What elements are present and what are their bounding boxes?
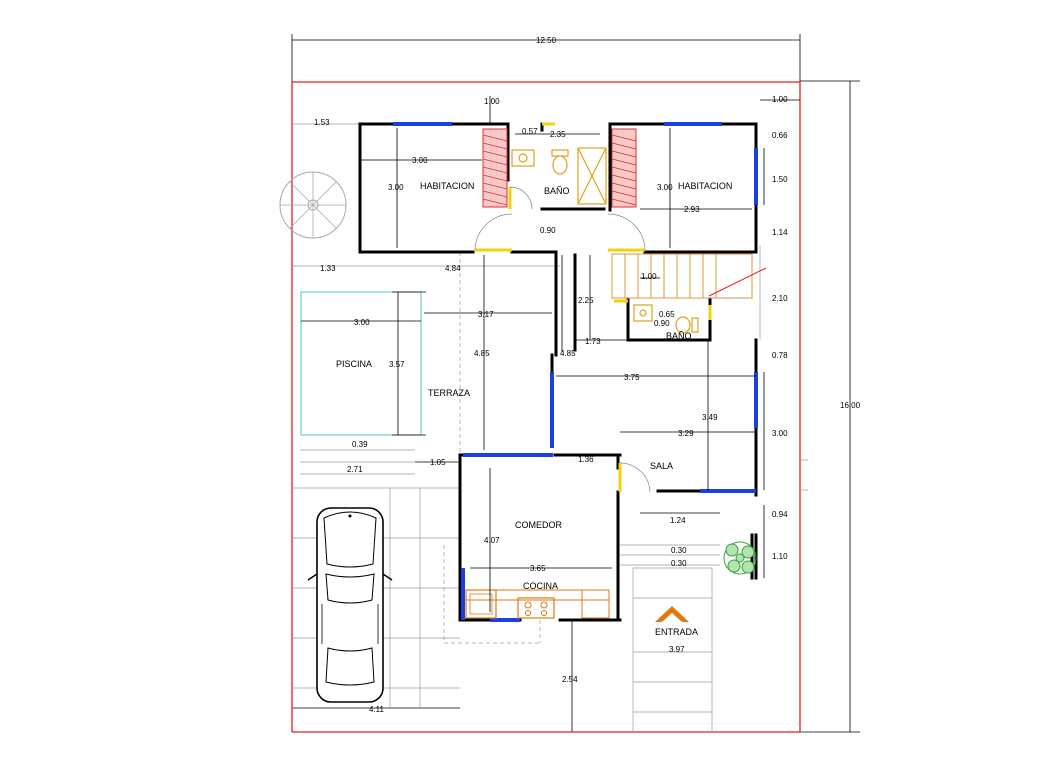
- dim-right-3-00: 3.00: [772, 429, 788, 438]
- dim-3-97: 3.97: [669, 645, 685, 654]
- spiral-stair-icon: [279, 171, 347, 239]
- entrance-arrow-icon: [655, 606, 689, 622]
- dim-3-65: 3.65: [530, 564, 546, 573]
- dim-2-35: 2.35: [550, 130, 566, 139]
- interior-dimension-lines: [360, 96, 800, 612]
- dim-total-width: 12.50: [536, 36, 557, 45]
- site-guides: [292, 123, 808, 732]
- dim-stair-1-00: 1.00: [641, 272, 657, 281]
- label-comedor: COMEDOR: [515, 520, 563, 530]
- dim-1-14: 1.14: [772, 228, 788, 237]
- property-boundary: [291, 81, 801, 733]
- dim-2-71: 2.71: [347, 465, 363, 474]
- dim-4-07: 4.07: [484, 536, 500, 545]
- windows: [393, 122, 758, 622]
- stove-icon: [524, 601, 548, 616]
- dim-1-73: 1.73: [585, 337, 601, 346]
- doors: [474, 122, 712, 493]
- overall-dimensions: [291, 34, 860, 733]
- dim-0-39: 0.39: [352, 440, 368, 449]
- kitchen-counter: [465, 589, 610, 619]
- sink-icon: [518, 153, 528, 163]
- dim-0-30-bottom: 0.30: [671, 559, 687, 568]
- main-stair: [611, 253, 767, 299]
- dim-2-10: 2.10: [772, 294, 788, 303]
- toilet-icon: [552, 155, 568, 175]
- dim-3-00-vertical-right: 3.00: [657, 183, 673, 192]
- dim-0-78: 0.78: [772, 351, 788, 360]
- dim-1-05: 1.05: [430, 458, 446, 467]
- label-habitacion-left: HABITACION: [420, 181, 474, 191]
- dim-0-94: 0.94: [772, 510, 788, 519]
- label-sala: SALA: [650, 461, 673, 471]
- dim-3-49: 3.49: [702, 413, 718, 422]
- dim-3-17: 3.17: [478, 310, 494, 319]
- dim-4-85-left: 4.85: [474, 349, 490, 358]
- dim-left-1-53: 1.53: [314, 118, 330, 127]
- dim-1-36: 1.36: [578, 455, 594, 464]
- dim-3-57: 3.57: [389, 360, 405, 369]
- dim-0-90-bath: 0.90: [654, 319, 670, 328]
- dim-total-height: 16.00: [840, 401, 861, 410]
- room-labels: HABITACION HABITACION BAÑO BAÑO PISCINA …: [336, 181, 732, 637]
- dim-3-29: 3.29: [678, 429, 694, 438]
- dim-2-25: 2.25: [578, 296, 594, 305]
- dim-0-57: 0.57: [522, 127, 538, 136]
- label-habitacion-right: HABITACION: [678, 181, 732, 191]
- dim-0-65: 0.65: [659, 310, 675, 319]
- dim-3-00-vertical-left: 3.00: [388, 183, 404, 192]
- car-icon: [307, 507, 393, 703]
- plant-icon: [723, 541, 757, 575]
- closets: [482, 128, 637, 208]
- label-piscina: PISCINA: [336, 359, 372, 369]
- dim-2-54: 2.54: [562, 675, 578, 684]
- pool: [300, 291, 426, 436]
- dimension-labels: 12.50 16.00 1.00 1.53 0.57 2.35 3.00 3.0…: [314, 36, 861, 714]
- dim-top-setback: 1.00: [484, 97, 500, 106]
- label-bano-small: BAÑO: [666, 331, 692, 341]
- dim-4-84: 4.84: [445, 264, 461, 273]
- dim-1-10: 1.10: [772, 552, 788, 561]
- dim-1-50: 1.50: [772, 175, 788, 184]
- dim-4-85-right: 4.85: [560, 349, 576, 358]
- dim-0-90-hall: 0.90: [540, 226, 556, 235]
- dim-right-1-00: 1.00: [772, 95, 788, 104]
- label-cocina: COCINA: [523, 581, 558, 591]
- dim-3-75: 3.75: [624, 373, 640, 382]
- label-entrada: ENTRADA: [655, 627, 698, 637]
- dim-1-33: 1.33: [320, 264, 336, 273]
- bath-fixtures: [511, 147, 699, 334]
- dim-2-93: 2.93: [684, 205, 700, 214]
- dim-4-11: 4.11: [369, 705, 385, 714]
- walls: [358, 122, 758, 622]
- dim-pool-3-00: 3.00: [354, 318, 370, 327]
- dim-0-66: 0.66: [772, 131, 788, 140]
- dim-3-00-horizontal: 3.00: [412, 156, 428, 165]
- label-bano-top: BAÑO: [544, 186, 570, 196]
- label-terraza: TERRAZA: [428, 388, 470, 398]
- dim-1-24: 1.24: [670, 516, 686, 525]
- dim-0-30-top: 0.30: [671, 546, 687, 555]
